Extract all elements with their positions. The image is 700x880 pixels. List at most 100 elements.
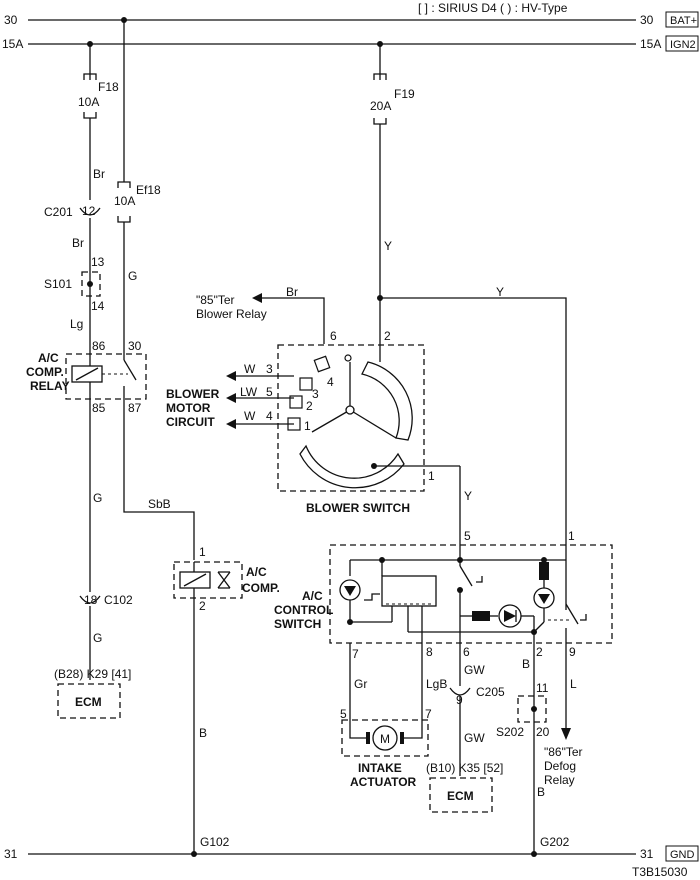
fuse-f19: F19 20A xyxy=(370,44,415,344)
wire-color-lg: Lg xyxy=(70,317,83,331)
motor-icon: M xyxy=(380,732,390,746)
legend-text: [ ] : SIRIUS D4 ( ) : HV-Type xyxy=(418,1,568,15)
ac-comp-label-1: A/C xyxy=(246,565,267,579)
ac-compressor: 1 2 A/C COMP. xyxy=(173,545,280,613)
splice-s101: 13 S101 14 xyxy=(44,255,105,354)
connector-c201: C201 12 xyxy=(44,204,101,268)
ecm-right-pin-ref: (B10) K35 [52] xyxy=(426,761,503,775)
wire-color-g: G xyxy=(128,269,137,283)
blower-relay-ref-line-1: "85"Ter xyxy=(196,293,235,307)
ac-relay-pin-86: 86 xyxy=(92,339,106,353)
wire-color-y: Y xyxy=(384,239,392,253)
ac-control-label-1: A/C xyxy=(302,589,323,603)
intake-pin-7: 7 xyxy=(425,707,432,721)
wire-color-gw: GW xyxy=(464,663,485,677)
blower-out-pin-5: 5 xyxy=(266,385,273,399)
intake-pin-5: 5 xyxy=(340,707,347,721)
ground-g202-label: G202 xyxy=(540,835,570,849)
fuse-f18-rating: 10A xyxy=(78,95,99,109)
ac-control-pin-5: 5 xyxy=(464,529,471,543)
ecm-left-pin-ref: (B28) K29 [41] xyxy=(54,667,131,681)
splice-s101-top-pin: 13 xyxy=(91,255,105,269)
ground-rail: 31 31 GND xyxy=(4,845,699,862)
ac-control-label-3: SWITCH xyxy=(274,617,321,631)
wire-color-b: B xyxy=(199,726,207,740)
connector-c205: 9 C205 xyxy=(449,685,505,776)
ac-control-pin-7: 7 xyxy=(352,647,359,661)
wire-color-y: Y xyxy=(464,489,472,503)
wire-color-sbb: SbB xyxy=(148,497,171,511)
blower-relay-ref-line-2: Blower Relay xyxy=(196,307,267,321)
splice-s202-label: S202 xyxy=(496,725,524,739)
ecm-right: (B10) K35 [52] ECM xyxy=(426,761,503,813)
splice-s202: 11 S202 20 xyxy=(496,681,550,739)
connector-c201-pin: 12 xyxy=(82,204,96,218)
ac-control-pin-8: 8 xyxy=(426,645,433,659)
figure-id: T3B15030 xyxy=(632,865,688,879)
blower-switch-pin-4: 4 xyxy=(327,375,334,389)
intake-actuator: 5 7 M INTAKE ACTUATOR xyxy=(340,707,432,789)
blower-switch-pin-6: 6 xyxy=(330,329,337,343)
wire-color-y: Y xyxy=(496,285,504,299)
wire-color-b: B xyxy=(522,657,530,671)
blower-switch-pin-1b: 1 xyxy=(304,419,311,433)
blower-motor-circuit: W 3 LW 5 W 4 BLOWER MOTOR CIRCUIT xyxy=(166,362,294,429)
defog-ref-line-3: Relay xyxy=(544,773,575,787)
wire-color-g: G xyxy=(93,631,102,645)
connector-c102-label: C102 xyxy=(104,593,133,607)
wire-color-br: Br xyxy=(93,167,105,181)
blower-out-pin-4: 4 xyxy=(266,409,273,423)
blower-out-pin-3: 3 xyxy=(266,362,273,376)
ac-relay-label-3: RELAY xyxy=(30,379,70,393)
ac-control-pin-6: 6 xyxy=(463,645,470,659)
blower-relay-ref: Br "85"Ter Blower Relay xyxy=(196,285,325,344)
bat-rail: 30 30 BAT+ xyxy=(4,11,699,28)
ac-relay-pin-30: 30 xyxy=(128,339,142,353)
intake-label-2: ACTUATOR xyxy=(350,775,417,789)
defog-ref-line-1: "86"Ter xyxy=(544,745,583,759)
connector-c201-label: C201 xyxy=(44,205,73,219)
fuse-ef18: Ef18 10A xyxy=(114,20,161,354)
blower-switch: 6 2 1 4 3 2 1 BLOWER SWITCH xyxy=(277,329,460,515)
blower-switch-pin-1: 1 xyxy=(428,469,435,483)
splice-s202-top-pin: 11 xyxy=(536,681,549,695)
ac-control-pin-9: 9 xyxy=(569,645,576,659)
defog-ref-line-2: Defog xyxy=(544,759,576,773)
ac-control-pin-2: 2 xyxy=(536,645,543,659)
ac-control-switch: 5 1 A/C CONTROL SWITCH xyxy=(274,529,613,661)
wire-color-lgb: LgB xyxy=(426,677,447,691)
bat-rail-left-label: 30 xyxy=(4,13,18,27)
fuse-ef18-rating: 10A xyxy=(114,194,135,208)
ac-relay-pin-87: 87 xyxy=(128,401,142,415)
blower-motor-line-2: MOTOR xyxy=(166,401,211,415)
gnd-tag: GND xyxy=(670,849,695,861)
blower-switch-pin-2: 2 xyxy=(384,329,391,343)
blower-switch-pin-3: 3 xyxy=(312,387,319,401)
ign2-rail: 15A 15A IGN2 xyxy=(2,35,699,52)
wire-color-gr: Gr xyxy=(354,677,367,691)
ac-comp-label-2: COMP. xyxy=(242,581,280,595)
ac-relay-pin-85: 85 xyxy=(92,401,106,415)
ign-tag: IGN2 xyxy=(670,39,696,51)
wire-color-l: L xyxy=(570,677,577,691)
intake-label-1: INTAKE xyxy=(358,761,402,775)
ground-rail-left-label: 31 xyxy=(4,847,18,861)
ign-rail-right-label: 15A xyxy=(640,37,661,51)
ac-comp-pin-1: 1 xyxy=(199,545,206,559)
bat-rail-right-label: 30 xyxy=(640,13,654,27)
ac-control-pin-1: 1 xyxy=(568,529,575,543)
wire-color-br: Br xyxy=(72,236,84,250)
wire-color-w: W xyxy=(244,362,256,376)
defog-relay-ref: L "86"Ter Defog Relay xyxy=(544,643,583,787)
splice-s101-bottom-pin: 14 xyxy=(91,299,105,313)
ac-comp-pin-2: 2 xyxy=(199,599,206,613)
blower-motor-line-3: CIRCUIT xyxy=(166,415,215,429)
connector-c205-label: C205 xyxy=(476,685,505,699)
fuse-ef18-name: Ef18 xyxy=(136,183,161,197)
ecm-left: (B28) K29 [41] ECM xyxy=(54,667,131,719)
ac-relay-label-2: COMP. xyxy=(26,365,64,379)
connector-c102: 18 C102 xyxy=(79,593,133,680)
splice-s101-label: S101 xyxy=(44,277,72,291)
ground-g102-dot xyxy=(191,851,197,857)
wire-color-gw: GW xyxy=(464,731,485,745)
